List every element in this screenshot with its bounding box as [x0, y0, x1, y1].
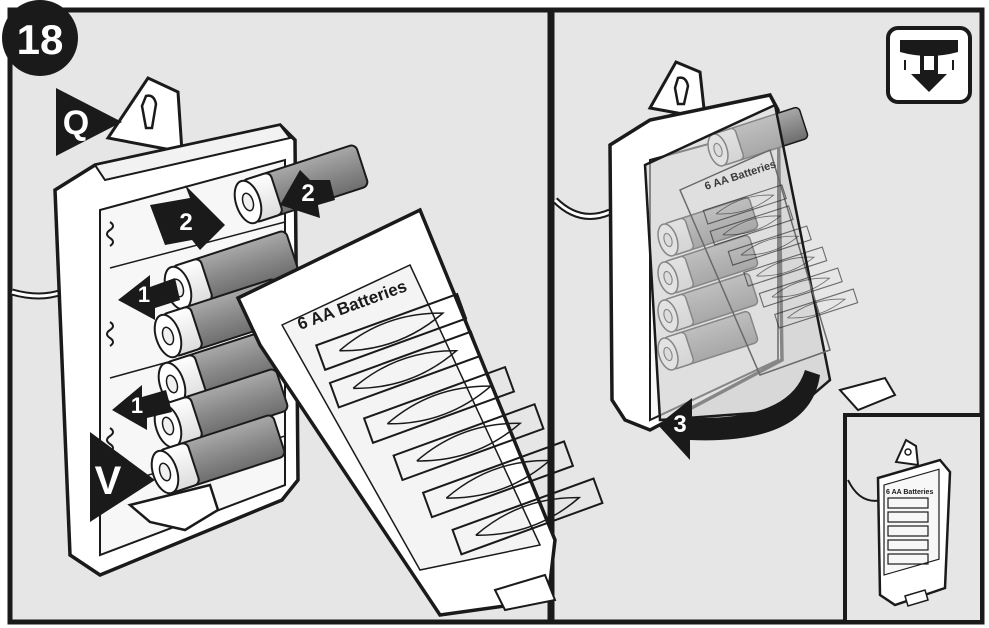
svg-text:2: 2 [301, 180, 314, 207]
step-number: 18 [17, 16, 64, 63]
step-badge: 18 [2, 0, 78, 76]
svg-text:1: 1 [131, 393, 143, 418]
ceiling-mount-icon [888, 28, 970, 102]
svg-text:V: V [95, 459, 122, 503]
svg-text:1: 1 [138, 282, 150, 307]
svg-text:2: 2 [179, 209, 192, 236]
svg-text:3: 3 [673, 411, 686, 438]
inset-cover-title: 6 AA Batteries [886, 489, 933, 496]
svg-text:Q: Q [63, 104, 89, 142]
keyhole [142, 96, 156, 128]
